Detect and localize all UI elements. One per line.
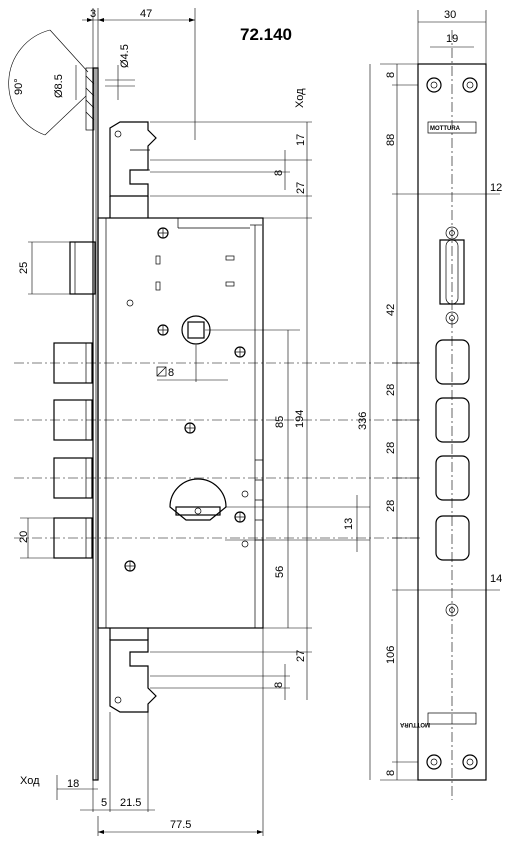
dim-20: 20 xyxy=(18,531,30,543)
dim-25: 25 xyxy=(18,262,30,274)
dim-28-3: 28 xyxy=(385,500,397,512)
stroke-label-bottom: Ход xyxy=(20,775,40,787)
screw-1 xyxy=(157,227,169,239)
dim-8-bottom: 8 xyxy=(385,770,397,776)
dim-8-b: 8 xyxy=(273,682,285,688)
screw-2 xyxy=(157,324,169,336)
dim-14: 14 xyxy=(490,573,502,585)
bottom-dimensions: Ход 18 5 21.5 77.5 xyxy=(20,628,264,836)
dim-30: 30 xyxy=(444,9,456,21)
bottom-rod-connector xyxy=(109,628,157,713)
dim-77-5: 77.5 xyxy=(170,819,191,831)
dim-336: 336 xyxy=(357,412,369,430)
dim-5: 5 xyxy=(101,797,107,809)
dim-17: 17 xyxy=(295,134,307,146)
dim-88: 88 xyxy=(385,134,397,146)
angle-label: 90° xyxy=(13,78,25,95)
brand-plate-top: MOTTURA xyxy=(430,126,461,132)
dim-106: 106 xyxy=(385,646,397,664)
dim-18: 18 xyxy=(67,778,79,790)
dim-21-5: 21.5 xyxy=(120,797,141,809)
deadbolt-2 xyxy=(14,399,420,441)
square-callout: 8 xyxy=(156,345,228,382)
dim-28-1: 28 xyxy=(385,384,397,396)
top-dimensions: 3 47 xyxy=(82,8,196,140)
screw-6 xyxy=(124,560,136,572)
dim-8-a: 8 xyxy=(273,170,285,176)
deadbolt-3 xyxy=(14,457,420,499)
lock-body xyxy=(97,217,264,629)
top-connector-dims: 17 8 27 xyxy=(150,121,312,219)
dim-3: 3 xyxy=(90,8,96,20)
deadbolt-4 xyxy=(14,517,420,559)
dim-12: 12 xyxy=(490,182,502,194)
deadbolt-1 xyxy=(14,342,420,384)
brand-plate-bottom: MOTTURA xyxy=(399,721,430,727)
dim-194: 194 xyxy=(294,410,306,428)
screw-4 xyxy=(184,422,196,434)
screw-3 xyxy=(234,346,246,358)
dim-42: 42 xyxy=(385,304,397,316)
dim-47: 47 xyxy=(140,8,152,20)
bottom-connector-dims: 27 8 xyxy=(150,628,312,700)
dim-28-2: 28 xyxy=(385,442,397,454)
dim-85: 85 xyxy=(274,416,286,428)
dim-27-a: 27 xyxy=(295,182,307,194)
angle-detail: 90° Ø8.5 Ø4.5 xyxy=(8,29,135,136)
dim-19: 19 xyxy=(446,33,458,45)
hole-large-label: Ø8.5 xyxy=(53,74,65,98)
dim-8-top: 8 xyxy=(385,72,397,78)
dim-13: 13 xyxy=(343,518,355,530)
stroke-label-top: Ход xyxy=(294,88,306,108)
model-number: 72.140 xyxy=(240,25,292,44)
top-rod-connector xyxy=(109,121,157,218)
dim-56: 56 xyxy=(274,566,286,578)
body-dims: 85 194 56 13 xyxy=(205,218,370,629)
hole-small-label: Ø4.5 xyxy=(119,44,131,68)
square-label: 8 xyxy=(168,367,174,379)
screw-5 xyxy=(234,511,246,523)
dim-27-b: 27 xyxy=(295,650,307,662)
latch-bolt: 25 xyxy=(18,241,96,295)
deadbolts: 20 xyxy=(14,342,420,559)
front-dims: 30 19 336 8 88 12 42 28 28 28 14 106 8 xyxy=(357,9,502,781)
front-faceplate: MOTTURA MOTTURA xyxy=(399,30,487,800)
